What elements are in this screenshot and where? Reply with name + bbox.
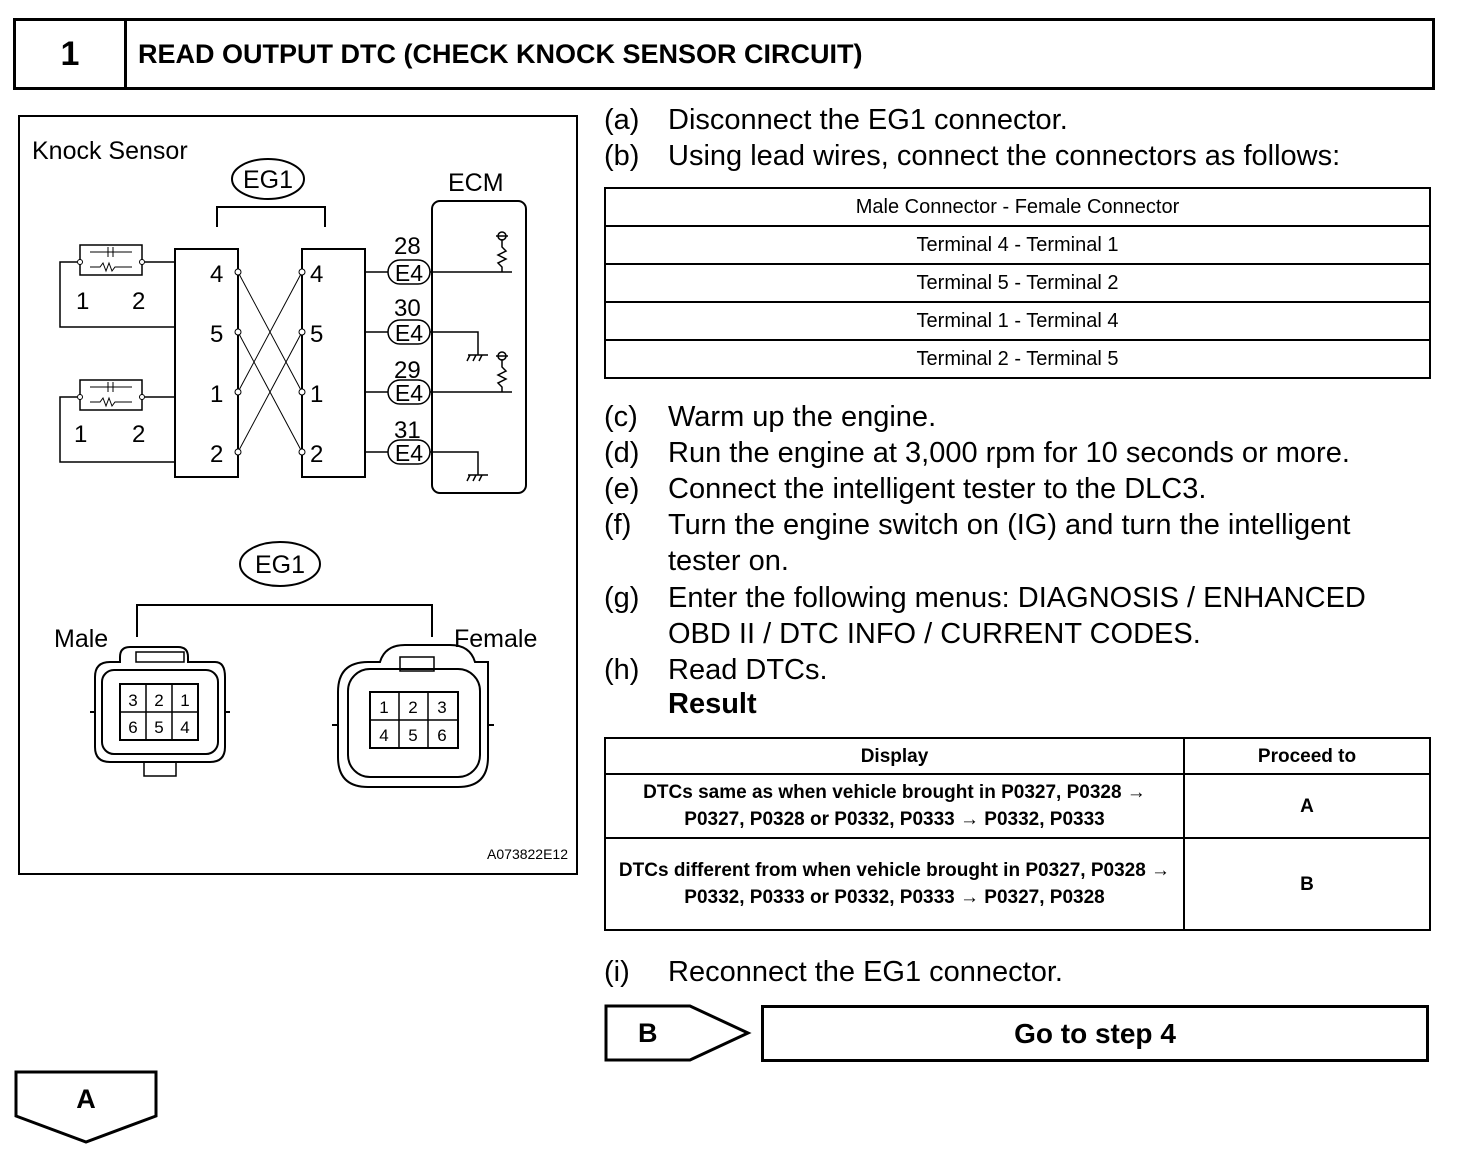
male-label: Male bbox=[54, 625, 108, 653]
female-pin-5: 5 bbox=[408, 726, 417, 745]
eg1-oval bbox=[231, 158, 305, 200]
step-b-label: (b) bbox=[604, 140, 640, 172]
male-connector bbox=[90, 646, 230, 777]
result-row-proceed: B bbox=[1183, 837, 1431, 931]
ecm-conn-e4-1: E4 bbox=[395, 260, 423, 286]
step-c-label: (c) bbox=[604, 401, 638, 433]
wiring-diagram: Knock Sensor EG1 ECM 1 2 1 2 bbox=[18, 115, 578, 875]
step-a-label: (a) bbox=[604, 104, 640, 136]
ecm-pin-30: 30 bbox=[394, 295, 421, 322]
diagram-svg: Knock Sensor EG1 ECM 1 2 1 2 bbox=[32, 137, 568, 862]
female-pin-1: 1 bbox=[379, 698, 388, 717]
eg1-oval-bottom bbox=[239, 541, 321, 587]
eg1-label: EG1 bbox=[243, 166, 293, 194]
result-row-display: DTCs different from when vehicle brought… bbox=[604, 837, 1185, 931]
branch-b-arrow[interactable]: B bbox=[604, 1004, 754, 1064]
connector-right bbox=[301, 248, 366, 478]
male-pin-6: 6 bbox=[128, 718, 137, 737]
goto-step-box[interactable]: Go to step 4 bbox=[761, 1005, 1429, 1062]
female-connector bbox=[332, 644, 494, 788]
right-pin-5: 5 bbox=[310, 321, 323, 348]
female-pin-4: 4 bbox=[379, 726, 388, 745]
connection-table-header: Male Connector - Female Connector bbox=[604, 187, 1431, 227]
result-label: Result bbox=[668, 688, 757, 720]
left-pin-4: 4 bbox=[210, 261, 223, 288]
result-header-display: Display bbox=[604, 737, 1185, 775]
right-pin-2: 2 bbox=[310, 441, 323, 468]
ecm-internals bbox=[430, 231, 512, 482]
sensor1-pin2: 2 bbox=[132, 288, 145, 315]
sensor2-pin1: 1 bbox=[74, 421, 87, 448]
step-h-label: (h) bbox=[604, 654, 640, 686]
result-header-proceed: Proceed to bbox=[1183, 737, 1431, 775]
connector-bracket bbox=[216, 206, 326, 227]
ecm-conn-e4-4: E4 bbox=[395, 440, 423, 466]
step-i-label: (i) bbox=[604, 956, 630, 988]
male-pin-2: 2 bbox=[154, 691, 163, 710]
step-header: 1 READ OUTPUT DTC (CHECK KNOCK SENSOR CI… bbox=[13, 18, 1435, 90]
connection-row: Terminal 4 - Terminal 1 bbox=[604, 225, 1431, 265]
male-pin-3: 3 bbox=[128, 691, 137, 710]
ecm-conn-e4-3: E4 bbox=[395, 380, 423, 406]
step-g-text: Enter the following menus: DIAGNOSIS / E… bbox=[668, 582, 1366, 650]
ecm-conn-e4-2: E4 bbox=[395, 320, 423, 346]
figure-code: A073822E12 bbox=[487, 846, 568, 862]
step-d-label: (d) bbox=[604, 437, 640, 469]
step-b-text: Using lead wires, connect the connectors… bbox=[668, 140, 1341, 172]
female-pin-2: 2 bbox=[408, 698, 417, 717]
connector-left bbox=[174, 248, 239, 478]
bottom-bracket bbox=[136, 604, 433, 637]
step-i-text: Reconnect the EG1 connector. bbox=[668, 956, 1063, 988]
result-table: Display Proceed to DTCs same as when veh… bbox=[604, 737, 1431, 931]
result-row-proceed: A bbox=[1183, 773, 1431, 839]
sensor2-pin2: 2 bbox=[132, 421, 145, 448]
step-e-label: (e) bbox=[604, 473, 640, 505]
ecm-box bbox=[431, 200, 527, 494]
branch-b-label: B bbox=[638, 1018, 658, 1048]
connection-row: Terminal 2 - Terminal 5 bbox=[604, 339, 1431, 379]
left-pin-1: 1 bbox=[210, 381, 223, 408]
male-pin-4: 4 bbox=[180, 718, 189, 737]
connection-table: Male Connector - Female Connector Termin… bbox=[604, 187, 1431, 379]
knock-sensor-1 bbox=[77, 244, 145, 276]
step-a-text: Disconnect the EG1 connector. bbox=[668, 104, 1068, 136]
branch-a-label: A bbox=[76, 1084, 96, 1114]
male-pin-5: 5 bbox=[154, 718, 163, 737]
male-pin-1: 1 bbox=[180, 691, 189, 710]
ecm-pin-28: 28 bbox=[394, 233, 421, 260]
lead-wires bbox=[234, 268, 306, 456]
step-title: READ OUTPUT DTC (CHECK KNOCK SENSOR CIRC… bbox=[138, 38, 863, 69]
knock-sensor-2 bbox=[77, 379, 145, 411]
step-c-text: Warm up the engine. bbox=[668, 401, 937, 433]
eg1-label-bottom: EG1 bbox=[255, 551, 305, 579]
female-pin-6: 6 bbox=[437, 726, 446, 745]
right-pin-4: 4 bbox=[310, 261, 323, 288]
step-e-text: Connect the intelligent tester to the DL… bbox=[668, 473, 1207, 505]
ecm-wires bbox=[365, 271, 388, 453]
result-row-display: DTCs same as when vehicle brought in P03… bbox=[604, 773, 1185, 839]
right-pin-1: 1 bbox=[310, 381, 323, 408]
connection-row: Terminal 5 - Terminal 2 bbox=[604, 263, 1431, 303]
sensor1-pin1: 1 bbox=[76, 288, 89, 315]
step-f-text: Turn the engine switch on (IG) and turn … bbox=[668, 509, 1351, 577]
female-label: Female bbox=[454, 625, 537, 653]
step-h-text: Read DTCs. bbox=[668, 654, 828, 686]
female-pin-3: 3 bbox=[437, 698, 446, 717]
left-pin-2: 2 bbox=[210, 441, 223, 468]
knock-sensor-label: Knock Sensor bbox=[32, 137, 188, 165]
sensor-wires bbox=[59, 261, 175, 463]
step-f-label: (f) bbox=[604, 509, 632, 541]
step-number: 1 bbox=[16, 21, 127, 87]
step-d-text: Run the engine at 3,000 rpm for 10 secon… bbox=[668, 437, 1350, 469]
connection-row: Terminal 1 - Terminal 4 bbox=[604, 301, 1431, 341]
ecm-label: ECM bbox=[448, 169, 504, 197]
branch-a-arrow[interactable]: A bbox=[14, 1070, 160, 1146]
step-g-label: (g) bbox=[604, 582, 640, 614]
left-pin-5: 5 bbox=[210, 321, 223, 348]
